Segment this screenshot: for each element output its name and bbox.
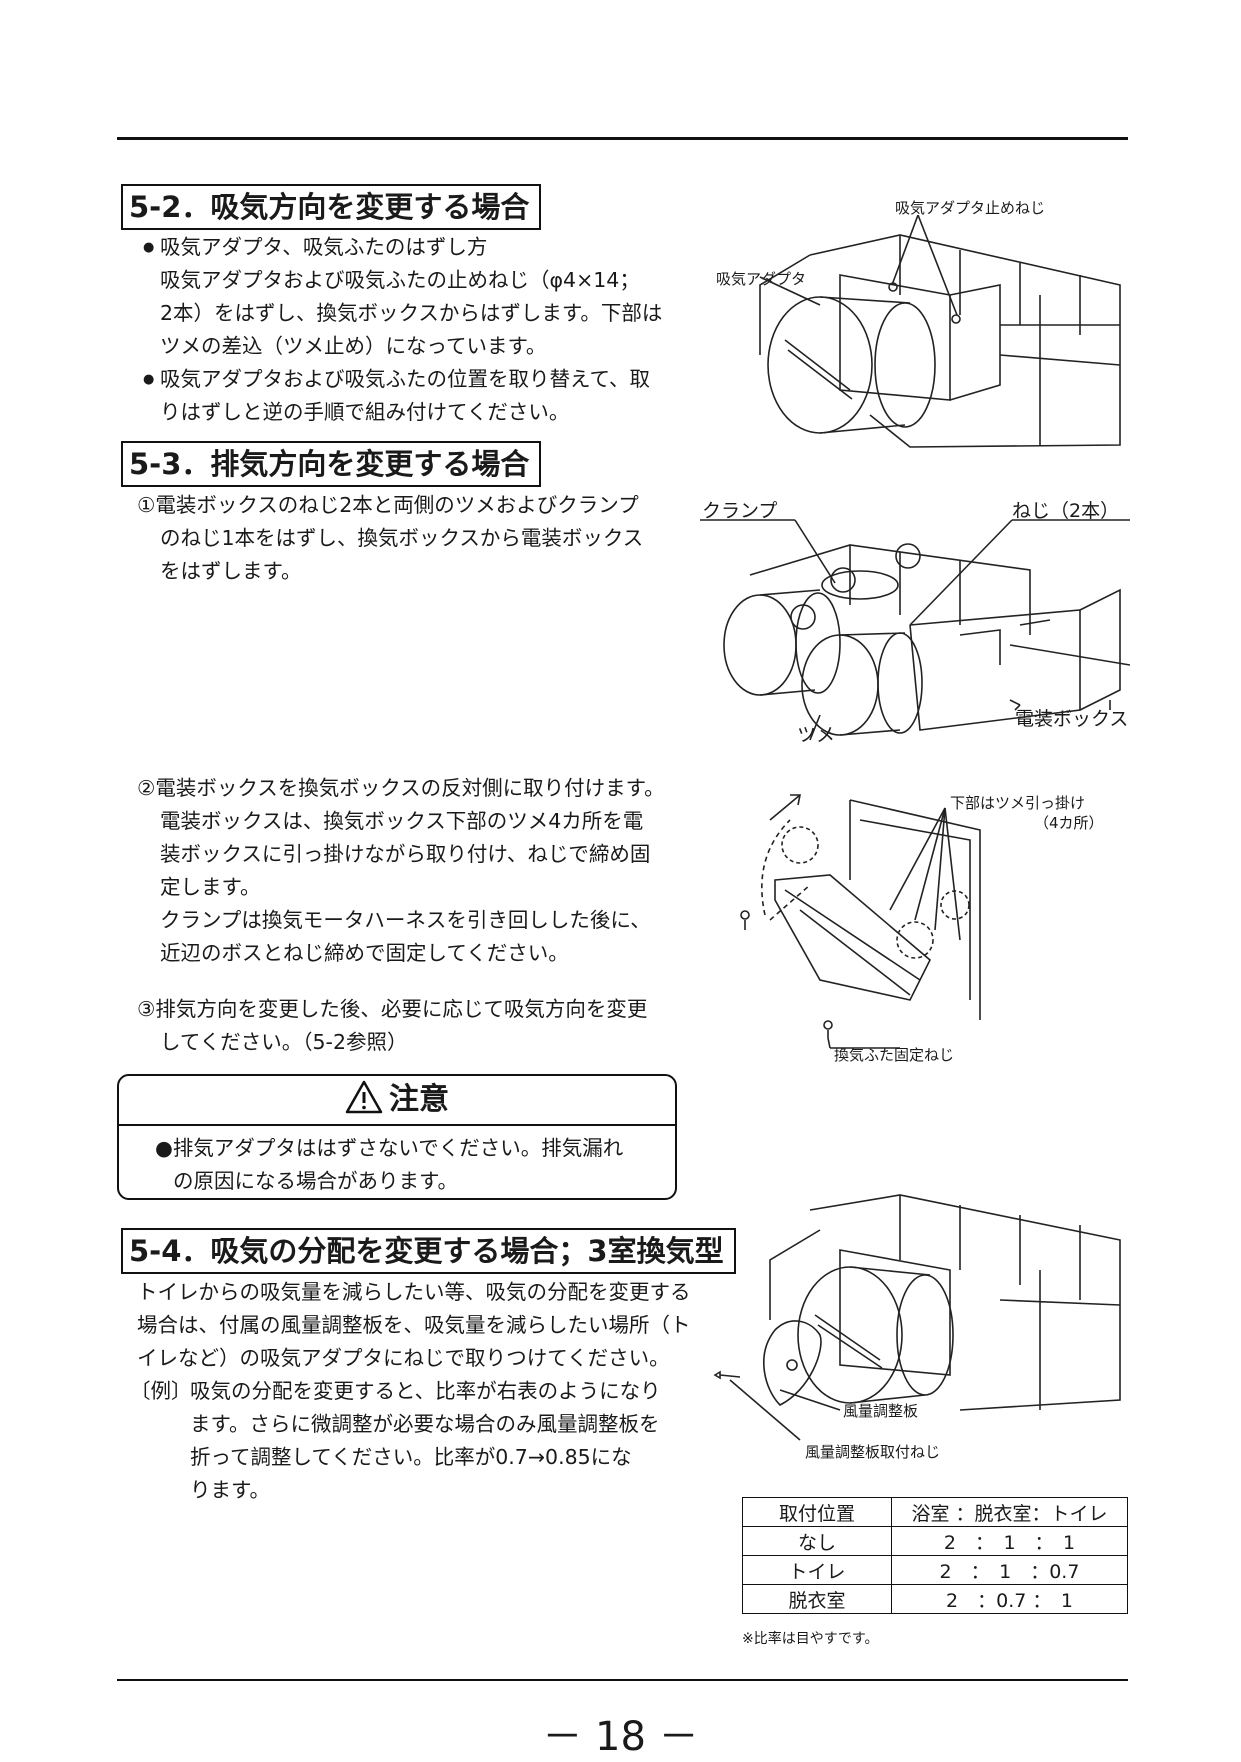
table-cell: トイレ	[742, 1555, 892, 1585]
table-cell: 2 ： 1 ： 1	[891, 1526, 1128, 1556]
top-rule	[117, 137, 1128, 140]
caution-title: 注意	[389, 1082, 449, 1117]
section-5-3-step2-line4: 定します。	[160, 875, 261, 899]
table-header-row: 取付位置 浴室 ：脱衣室：トイレ	[742, 1497, 1128, 1527]
intake-adapter-figure	[759, 215, 1121, 448]
fig-label-cover-screw: 換気ふた固定ねじ	[834, 1046, 955, 1064]
ratio-table: 取付位置 浴室 ：脱衣室：トイレ なし 2 ： 1 ： 1 トイレ 2 ： 1 …	[742, 1497, 1128, 1614]
electrical-box-install-figure	[740, 794, 981, 1049]
fig-label-hook-count: （4カ所）	[1034, 814, 1104, 832]
table-row: 脱衣室 2 ：0.7 ： 1	[742, 1584, 1128, 1614]
electrical-box-removal-figure	[700, 519, 1130, 741]
table-cell: 脱衣室	[742, 1584, 892, 1614]
section-5-4-heading: 5-4．吸気の分配を変更する場合；3室換気型	[121, 1228, 736, 1274]
fig-label-screws: ねじ（2本）	[1012, 500, 1120, 522]
section-5-3-step1-line2: のねじ1本をはずし、換気ボックスから電装ボックス	[160, 526, 644, 550]
fig-label-adapter: 吸気アダプタ	[716, 270, 807, 288]
table-cell: 2 ：0.7 ： 1	[891, 1584, 1128, 1614]
caution-line1: ●排気アダプタははずさないでください。排気漏れ	[155, 1136, 624, 1160]
bottom-rule	[117, 1679, 1128, 1681]
table-cell: なし	[742, 1526, 892, 1556]
caution-line2: の原因になる場合があります。	[173, 1169, 458, 1193]
fig-label-plate-screw: 風量調整板取付ねじ	[805, 1443, 941, 1461]
section-5-4-body-line1: トイレからの吸気量を減らしたい等、吸気の分配を変更する	[137, 1280, 691, 1304]
page-number: － 18 －	[542, 1714, 699, 1760]
section-5-3-step2-line1: ②電装ボックスを換気ボックスの反対側に取り付けます。	[137, 776, 665, 800]
section-5-3-heading: 5-3．排気方向を変更する場合	[121, 441, 542, 487]
fig-label-plate: 風量調整板	[843, 1402, 919, 1420]
table-header-location: 取付位置	[742, 1497, 892, 1527]
table-note: ※比率は目やすです。	[742, 1631, 879, 1647]
table-cell: 2 ： 1 ：0.7	[891, 1555, 1128, 1585]
section-5-3-step1-line3: をはずします。	[160, 559, 302, 583]
section-5-2-bullet2-line2: りはずしと逆の手順で組み付けてください。	[160, 400, 570, 424]
airflow-plate-figure	[713, 1194, 1121, 1441]
section-5-4-example-line4: ります。	[190, 1478, 270, 1502]
caution-box: 注意 ●排気アダプタははずさないでください。排気漏れ の原因になる場合があります…	[117, 1074, 677, 1200]
section-5-2-heading: 5-2．吸気方向を変更する場合	[121, 184, 542, 230]
section-5-2-bullet2-line1: 吸気アダプタおよび吸気ふたの位置を取り替えて、取	[143, 363, 650, 396]
section-5-3-step3-line2: してください。（5-2参照）	[160, 1030, 408, 1054]
section-5-2-bullet1-line1: 吸気アダプタおよび吸気ふたの止めねじ（φ4×14；	[160, 268, 640, 292]
caution-header: 注意	[119, 1076, 675, 1126]
fig-label-claw: ツメ	[797, 724, 836, 746]
section-5-4-body-line2: 場合は、付属の風量調整板を、吸気量を減らしたい場所（ト	[137, 1313, 691, 1337]
section-5-3-step2-line2: 電装ボックスは、換気ボックス下部のツメ4カ所を電	[160, 809, 644, 833]
table-header-ratio: 浴室 ：脱衣室：トイレ	[891, 1497, 1128, 1527]
warning-icon	[345, 1080, 383, 1114]
section-5-4-example-prefix: 〔例〕	[130, 1379, 192, 1403]
fig-label-electrical-box: 電装ボックス	[1015, 708, 1129, 730]
section-5-4-example-line3: 折って調整してください。比率が0.7→0.85にな	[190, 1445, 632, 1469]
section-5-2-bullet1-line2: 2本）をはずし、換気ボックスからはずします。下部は	[160, 301, 663, 325]
section-5-4-body-line3: イレなど）の吸気アダプタにねじで取りつけてください。	[137, 1346, 670, 1370]
section-5-3-step2-line6: 近辺のボスとねじ締めで固定してください。	[160, 941, 569, 965]
section-5-2-bullet1-line3: ツメの差込（ツメ止め）になっています。	[160, 334, 547, 358]
section-5-3-step2-line3: 装ボックスに引っ掛けながら取り付け、ねじで締め固	[160, 842, 651, 866]
section-5-3-step2-line5: クランプは換気モータハーネスを引き回しした後に、	[160, 908, 651, 932]
fig-label-clamp: クランプ	[702, 500, 778, 522]
section-5-4-example-line2: ます。さらに微調整が必要な場合のみ風量調整板を	[190, 1412, 660, 1436]
section-5-3-step3-line1: ③排気方向を変更した後、必要に応じて吸気方向を変更	[137, 997, 648, 1021]
fig-label-adapter-screw: 吸気アダプタ止めねじ	[895, 199, 1046, 217]
fig-label-hook: 下部はツメ引っ掛け	[950, 794, 1086, 812]
caution-body: ●排気アダプタははずさないでください。排気漏れ の原因になる場合があります。	[155, 1132, 623, 1198]
section-5-4-example-line1: 吸気の分配を変更すると、比率が右表のようになり	[190, 1379, 661, 1403]
table-row: なし 2 ： 1 ： 1	[742, 1526, 1128, 1556]
section-5-2-bullet1-title: 吸気アダプタ、吸気ふたのはずし方	[143, 231, 487, 264]
table-row: トイレ 2 ： 1 ：0.7	[742, 1555, 1128, 1585]
section-5-3-step1-line1: ①電装ボックスのねじ2本と両側のツメおよびクランプ	[137, 493, 639, 517]
